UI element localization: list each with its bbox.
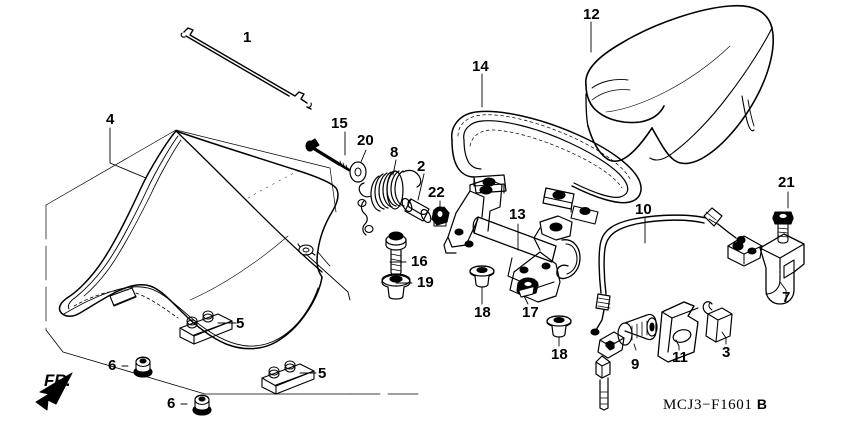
part-5-nut-plate-b <box>261 360 315 395</box>
part-18-collar-b <box>546 315 572 338</box>
callout-7: 7 <box>782 289 791 306</box>
part-5-nut-plate-a <box>179 310 233 345</box>
callout-5-a: 5 <box>236 315 245 332</box>
part-9-key-cylinder <box>595 313 658 411</box>
callout-14: 14 <box>472 58 489 75</box>
callout-4: 4 <box>106 111 115 128</box>
fr-direction-arrow <box>35 372 73 411</box>
part-7-seat-lock-assembly <box>727 233 805 305</box>
part-2-collar <box>401 197 432 224</box>
callout-5-b: 5 <box>318 365 327 382</box>
callout-13: 13 <box>509 206 526 223</box>
part-19-grommet <box>381 273 411 300</box>
part-16-bolt <box>385 231 407 276</box>
part-22-nut <box>431 206 450 227</box>
callout-3: 3 <box>722 344 731 361</box>
callout-9: 9 <box>631 356 640 373</box>
part-20-washer <box>349 161 367 183</box>
part-3-spring-clip <box>702 301 733 343</box>
callout-16: 16 <box>411 253 428 270</box>
callout-22: 22 <box>428 184 445 201</box>
part-18-collar-a <box>469 265 495 288</box>
part-6-well-nut-b <box>192 394 212 416</box>
part-1-seat-lock-rod <box>180 27 312 110</box>
callout-17: 17 <box>522 304 539 321</box>
callout-1: 1 <box>243 29 252 46</box>
fr-direction-label: FR. <box>44 371 71 390</box>
part-number-suffix: B <box>756 396 768 412</box>
callout-18-upper: 18 <box>474 304 491 321</box>
part-17-screw <box>516 277 539 298</box>
part-number-label: MCJ3−F1601 B <box>663 396 768 414</box>
part-4-rear-seat-cowl <box>45 129 339 350</box>
callout-12: 12 <box>583 6 600 23</box>
callout-10: 10 <box>635 201 652 218</box>
callout-20: 20 <box>357 132 374 149</box>
part-8-return-spring <box>357 169 422 236</box>
callout-6-b: 6 <box>167 395 176 412</box>
part-number-text: MCJ3−F1601 <box>663 397 753 413</box>
callout-15: 15 <box>331 115 348 132</box>
part-13-seat-lock-bracket <box>443 178 581 303</box>
part-21-flange-bolt <box>772 211 794 244</box>
callout-19: 19 <box>417 274 434 291</box>
callout-11: 11 <box>672 349 688 366</box>
part-10-seat-lock-cable <box>590 207 746 336</box>
callout-21: 21 <box>778 174 795 191</box>
callout-6-a: 6 <box>108 357 117 374</box>
part-11-lock-bracket <box>657 301 699 363</box>
part-15-flange-bolt <box>305 138 351 172</box>
part-12-pillion-seat <box>585 4 775 165</box>
part-14-grab-rail <box>451 110 642 225</box>
callout-8: 8 <box>390 144 399 161</box>
callout-2: 2 <box>417 158 426 175</box>
callout-18-lower: 18 <box>551 346 568 363</box>
